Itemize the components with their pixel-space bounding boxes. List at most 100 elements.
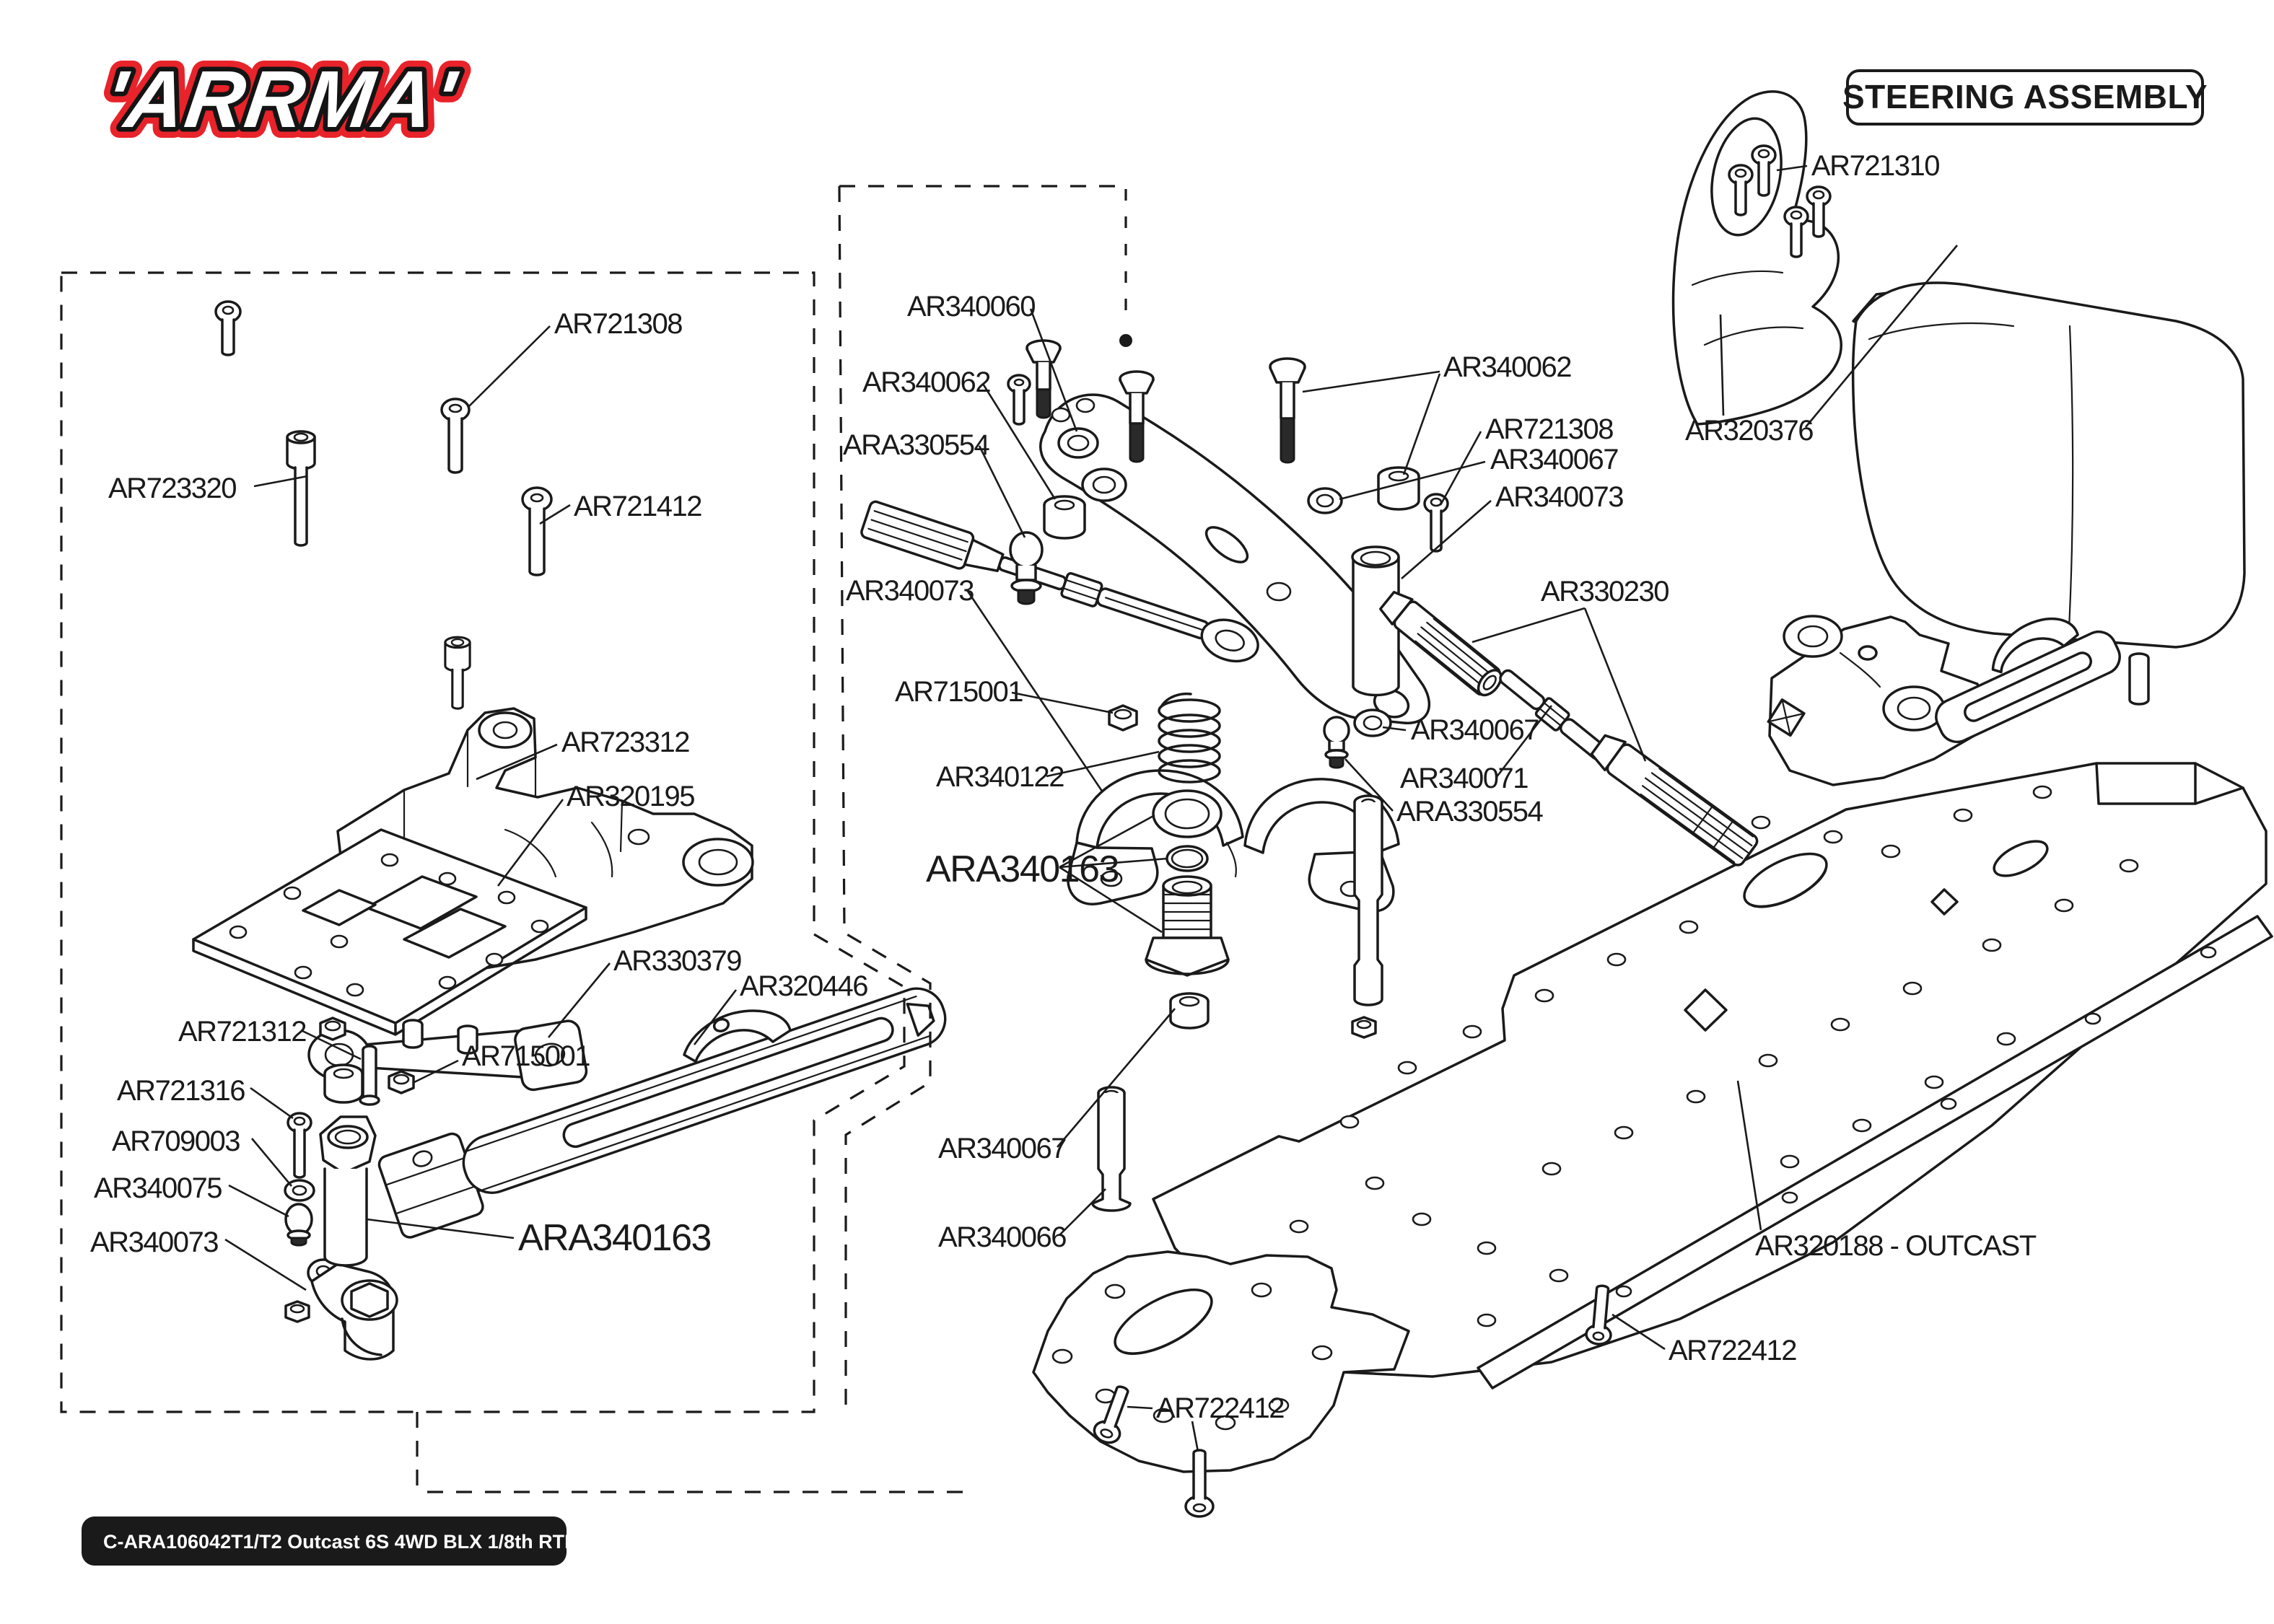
- leader-line-ar722412-center: [1191, 1421, 1199, 1452]
- part-label-ar340073-center: AR340073: [846, 575, 974, 607]
- part-label-ar320376: AR320376: [1685, 415, 1813, 447]
- spring-icon: [1158, 692, 1221, 784]
- leader-line-ar722412-center: [1127, 1405, 1153, 1410]
- bushing-icon: [1169, 992, 1210, 1030]
- leader-line-ar715001-center: [1011, 691, 1114, 714]
- part-label-ar721312: AR721312: [178, 1016, 306, 1048]
- part-label-ar723320: AR723320: [108, 473, 236, 504]
- chassis-plate-drawing: [1152, 762, 2273, 1390]
- kit-code-text: C-ARA106042T1/T2 Outcast 6S 4WD BLX 1/8t…: [103, 1531, 579, 1553]
- part-label-ara340163-left: ARA340163: [518, 1217, 711, 1259]
- leader-line-ara340163-center: [1059, 857, 1168, 869]
- leader-line-ar721316: [250, 1087, 294, 1120]
- flathead-bolt-icon: [1119, 370, 1155, 463]
- leader-line-ar715001-left: [414, 1059, 459, 1084]
- bushing-icon: [1353, 708, 1392, 737]
- svg-text:'ARRMA': 'ARRMA': [100, 53, 463, 144]
- flathead-bolt-icon: [1026, 339, 1062, 419]
- washer-icon: [284, 1179, 315, 1202]
- leader-line-ar340066: [1059, 1188, 1106, 1236]
- leader-line-ara330554-mid: [1344, 758, 1394, 812]
- leader-line-ar340075: [228, 1184, 289, 1218]
- nut-icon: [319, 1017, 346, 1041]
- leader-line-ar340062-left: [981, 383, 1057, 500]
- assembled-steering-unit-drawing: [1767, 615, 2150, 786]
- steering-rack-mount-drawing: [307, 1019, 588, 1092]
- title-badge: STEERING ASSEMBLY: [1842, 69, 2208, 126]
- leader-line-ar721312: [300, 1029, 362, 1061]
- part-label-ar340062-right: AR340062: [1443, 351, 1571, 383]
- splined-pin-icon: [1590, 734, 1759, 866]
- part-label-ara330554-mid: ARA330554: [1396, 796, 1543, 828]
- leader-line-ar709003: [251, 1138, 292, 1187]
- part-label-ar340060: AR340060: [907, 291, 1035, 322]
- part-label-ar715001-center: AR715001: [895, 676, 1023, 708]
- pin-icon: [2128, 652, 2150, 706]
- splined-pin-icon: [1378, 591, 1503, 697]
- part-label-ar340071: AR340071: [1400, 763, 1528, 794]
- part-label-ar722412-right: AR722412: [1669, 1335, 1796, 1366]
- part-label-ar340067-bottom: AR340067: [938, 1133, 1066, 1164]
- btn-screw-icon: [1585, 1284, 1612, 1346]
- footer-badge: C-ARA106042T1/T2 Outcast 6S 4WD BLX 1/8t…: [82, 1517, 579, 1566]
- leader-line-ar320376: [1719, 314, 1725, 416]
- leader-line-ar320188: [1736, 1080, 1762, 1231]
- threaded-adjuster-icon: [1145, 875, 1230, 977]
- leader-line-ar721412: [539, 504, 571, 525]
- leader-line-ar340073-right: [1401, 500, 1492, 579]
- washer-icon: [1081, 468, 1127, 502]
- part-label-ar721412: AR721412: [574, 491, 701, 522]
- btn-screw-icon: [214, 300, 242, 356]
- bellcrank-plate-drawing: [1039, 393, 1431, 724]
- leader-line-ar340073-left: [224, 1238, 307, 1291]
- leader-line-ar330230: [1583, 607, 1647, 762]
- part-label-ar340067-mid: AR340067: [1411, 714, 1539, 746]
- leader-line-ar340060: [1029, 308, 1078, 432]
- part-labels-layer: AR721308AR723320AR721412AR723312AR320195…: [90, 150, 2037, 1452]
- steering-top-plate-drawing: [192, 828, 587, 1036]
- socket-screw-icon: [444, 636, 471, 710]
- washer-icon: [1307, 487, 1343, 514]
- leader-line-ar721310: [1776, 164, 1808, 172]
- part-label-ar340122: AR340122: [936, 761, 1064, 793]
- servo-guard-right-drawing: [1851, 281, 2246, 649]
- steering-post-cylinder-drawing: [1351, 545, 1400, 697]
- bushing-icon: [1377, 466, 1420, 511]
- dashed-boundary-left-box: [60, 271, 906, 1413]
- btn-screw-icon: [1184, 1449, 1215, 1518]
- part-label-ar340067-right: AR340067: [1490, 444, 1618, 475]
- part-label-ar340073-left: AR340073: [90, 1226, 218, 1258]
- chassis-brace-pin-icon: [1091, 1086, 1132, 1212]
- caster-block-left-drawing: [1067, 769, 1244, 905]
- part-label-ar340075: AR340075: [94, 1172, 222, 1204]
- part-label-ar330230: AR330230: [1541, 576, 1669, 607]
- servo-saver-clamp-drawing: [1991, 617, 2079, 674]
- part-label-ar340062-left: AR340062: [862, 367, 990, 398]
- chassis-holes: [1289, 785, 2139, 1327]
- kingpin-icon: [1353, 794, 1383, 1006]
- leader-line-ar320376: [1805, 245, 1958, 428]
- btn-screw-icon: [1007, 374, 1031, 426]
- part-label-ar723312: AR723312: [561, 727, 689, 758]
- ball-stud-icon: [1009, 531, 1044, 605]
- nut-icon: [388, 1070, 415, 1094]
- pin-icon: [359, 1045, 380, 1106]
- servo-guard-left-drawing: [1671, 90, 1842, 426]
- chassis-side-rail: [1477, 915, 2273, 1390]
- ball-icon: [284, 1203, 313, 1247]
- ball-stud-icon: [1323, 716, 1350, 769]
- shim-washer-icon: [1152, 789, 1223, 838]
- leader-line-ar721308-left: [467, 325, 551, 408]
- part-label-ara330554-left: ARA330554: [843, 429, 989, 461]
- leader-line-ar340067-right: [1339, 460, 1486, 501]
- part-label-ar320195: AR320195: [567, 781, 694, 812]
- nut-icon: [1351, 1016, 1377, 1039]
- leader-line-ar340071: [1495, 705, 1553, 778]
- o-ring-icon: [1166, 845, 1209, 872]
- btn-screw-icon: [1423, 493, 1449, 553]
- part-label-ar709003: AR709003: [112, 1125, 240, 1157]
- socket-screw-icon: [286, 430, 316, 547]
- part-label-ara340163-center: ARA340163: [926, 848, 1119, 890]
